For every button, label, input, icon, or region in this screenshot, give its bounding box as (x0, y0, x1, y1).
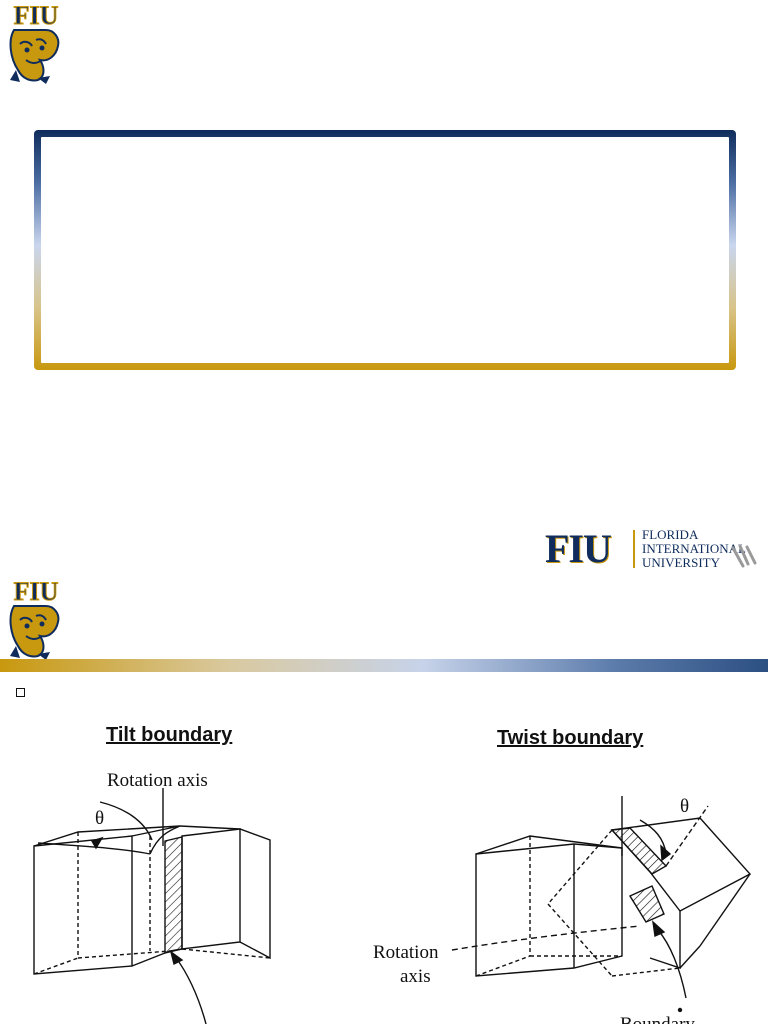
tilt-rotation-axis-label: Rotation axis (107, 770, 208, 791)
wordmark-divider (633, 530, 635, 568)
twist-rotation-axis-line (451, 925, 641, 951)
title-box-frame (34, 130, 736, 370)
panther-claw-icon (731, 544, 757, 568)
tilt-theta-arc (99, 801, 153, 841)
university-name: FLORIDA INTERNATIONAL UNIVERSITY (642, 528, 746, 570)
fiu-wordmark-letters: FIU (545, 526, 612, 571)
tilt-left-crystal-front (33, 835, 133, 975)
tilt-boundary-title: Tilt boundary (106, 724, 233, 746)
tilt-left-crystal-top (33, 825, 181, 847)
fiu-panther-logo-icon: FIU (9, 1, 60, 84)
university-name-line-2: INTERNATIONAL (642, 541, 746, 556)
twist-rotation-label-line-1: Rotation (373, 942, 439, 963)
university-name-line-1: FLORIDA (642, 527, 699, 542)
twist-boundary-plane-side (628, 885, 665, 923)
checkbox-bullet-icon (16, 688, 25, 697)
tilt-boundary-diagram: Rotation axis θ (33, 770, 271, 1024)
title-box (41, 137, 729, 363)
fiu-panther-logo-icon: FIU (9, 577, 60, 660)
slide-2: FIU Tilt boundary Twist boundary (0, 576, 768, 1024)
slide-1: FIU FIU FLORIDA INTERNATIONAL UNIVERSITY (9, 1, 767, 572)
twist-rotated-axis (665, 805, 709, 867)
fiu-university-wordmark: FIU FLORIDA INTERNATIONAL UNIVERSITY (545, 526, 767, 572)
tilt-right-crystal-front (181, 828, 241, 950)
twist-boundary-diagram: Rotation axis θ Boundary (373, 796, 752, 1024)
fiu-logo-text: FIU (14, 1, 59, 30)
tilt-theta-label: θ (95, 808, 104, 829)
header-gradient-band (0, 659, 768, 672)
twist-rotation-label-line-2: axis (400, 966, 431, 987)
twist-boundary-pointer (657, 929, 687, 999)
grain-boundary-diagrams: Rotation axis θ (33, 770, 752, 1024)
tilt-boundary-plane (164, 836, 183, 954)
fiu-logo-text: FIU (14, 577, 59, 606)
twist-theta-label: θ (680, 796, 689, 817)
twist-boundary-label: Boundary (620, 1014, 695, 1024)
twist-boundary-plane-top (610, 827, 668, 875)
university-name-line-3: UNIVERSITY (642, 555, 720, 570)
tilt-right-crystal-side (179, 825, 271, 960)
tilt-boundary-pointer (175, 957, 207, 1024)
tilt-boundary-curve (149, 825, 181, 855)
twist-boundary-title: Twist boundary (497, 727, 644, 749)
